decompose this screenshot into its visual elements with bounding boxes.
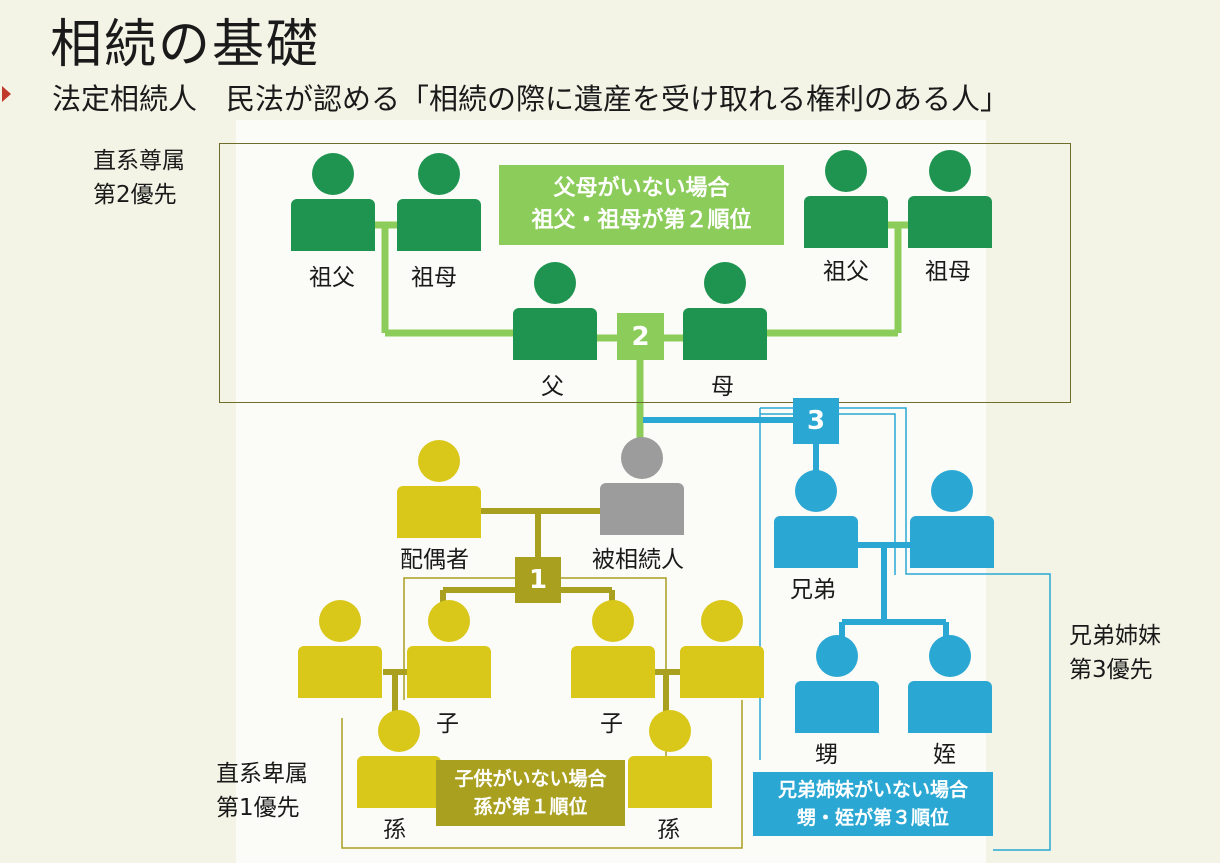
niece-label: 姪 — [933, 742, 956, 768]
person-icon — [908, 150, 992, 248]
person-icon — [397, 153, 481, 251]
no-siblings-note-line1: 兄弟姉妹がいない場合 — [777, 779, 968, 801]
priority-3-badge: 3 — [793, 398, 839, 444]
child-right-label: 子 — [600, 711, 623, 737]
no-children-note-line1: 子供がいない場合 — [454, 768, 607, 790]
ascendants-group-box — [219, 143, 1071, 403]
person-icon — [298, 600, 382, 698]
no-parents-note: 父母がいない場合 祖父・祖母が第２順位 — [499, 165, 784, 245]
child-left-label: 子 — [436, 711, 459, 737]
deceased-person-icon — [600, 437, 684, 535]
person-icon — [908, 635, 992, 733]
brother-label: 兄弟 — [790, 577, 836, 603]
person-icon — [683, 262, 767, 360]
no-siblings-note-line2: 甥・姪が第３順位 — [796, 807, 949, 829]
no-children-note-line2: 孫が第１順位 — [473, 796, 588, 818]
grandchild-right-label: 孫 — [657, 817, 680, 843]
person-icon — [774, 470, 858, 568]
person-icon — [357, 710, 441, 808]
siblings-label-line2: 第3優先 — [1069, 657, 1153, 683]
deceased-label: 被相続人 — [592, 547, 684, 573]
descendants-label-line2: 第1優先 — [216, 795, 300, 821]
person-icon — [628, 710, 712, 808]
no-parents-note-line1: 父母がいない場合 — [553, 176, 730, 201]
no-siblings-note: 兄弟姉妹がいない場合 甥・姪が第３順位 — [753, 772, 993, 836]
father-label: 父 — [541, 374, 564, 400]
nephew-label: 甥 — [815, 742, 838, 768]
siblings-label: 兄弟姉妹 第3優先 — [1069, 619, 1161, 687]
grandmother-right-label: 祖母 — [925, 259, 971, 285]
person-icon — [513, 262, 597, 360]
grandfather-right-label: 祖父 — [823, 259, 869, 285]
person-icon — [795, 635, 879, 733]
person-icon — [407, 600, 491, 698]
person-icon — [910, 470, 994, 568]
siblings-label-line1: 兄弟姉妹 — [1069, 623, 1161, 649]
grandchild-left-label: 孫 — [383, 817, 406, 843]
page-subtitle: 法定相続人 民法が認める「相続の際に遺産を受け取れる権利のある人」 — [52, 82, 1010, 116]
spouse-label: 配偶者 — [400, 547, 469, 573]
mother-label: 母 — [711, 374, 734, 400]
person-icon — [571, 600, 655, 698]
ascendants-label: 直系尊属 第2優先 — [93, 144, 185, 212]
priority-2-badge: 2 — [617, 313, 664, 360]
no-children-note: 子供がいない場合 孫が第１順位 — [436, 760, 625, 826]
grandmother-left-label: 祖母 — [411, 265, 457, 291]
person-icon — [804, 150, 888, 248]
no-parents-note-line2: 祖父・祖母が第２順位 — [531, 208, 752, 233]
grandfather-left-label: 祖父 — [309, 265, 355, 291]
person-icon — [291, 153, 375, 251]
triangle-bullet-icon — [2, 86, 11, 102]
priority-1-badge: 1 — [515, 557, 561, 603]
spouse-person-icon — [397, 440, 481, 538]
ascendants-label-line1: 直系尊属 — [93, 148, 185, 174]
descendants-label: 直系卑属 第1優先 — [216, 757, 308, 825]
ascendants-label-line2: 第2優先 — [93, 182, 177, 208]
descendants-label-line1: 直系卑属 — [216, 761, 308, 787]
person-icon — [680, 600, 764, 698]
page-title: 相続の基礎 — [50, 15, 321, 75]
